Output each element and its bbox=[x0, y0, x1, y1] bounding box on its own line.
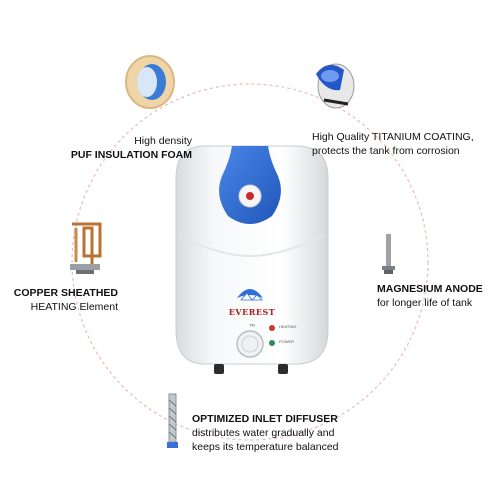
trademark-mark: TM bbox=[249, 322, 255, 328]
power-indicator-label: POWER bbox=[279, 339, 295, 344]
coating-line1-bold: TITANIUM COATING, bbox=[371, 131, 474, 143]
inlet-diffuser-icon bbox=[167, 393, 178, 448]
heating-indicator-label: HEATING bbox=[279, 324, 297, 329]
brand-logo: EVEREST TM bbox=[224, 302, 280, 338]
coating-line1: High Quality TITANIUM COATING, bbox=[312, 130, 500, 144]
anode-line2: for longer life of tank bbox=[377, 297, 473, 309]
titanium-coating-icon bbox=[316, 63, 355, 109]
insulation-feature-label: High density PUF INSULATION FOAM bbox=[40, 134, 192, 162]
temperature-knob bbox=[236, 330, 264, 358]
brand-name: EVEREST bbox=[228, 307, 276, 317]
heating-line2: HEATING Element bbox=[30, 301, 118, 313]
power-indicator-light bbox=[269, 340, 275, 346]
diffuser-line2: distributes water gradually and bbox=[192, 427, 335, 439]
heating-feature-label: COPPER SHEATHED HEATING Element bbox=[0, 286, 118, 314]
anode-line1: MAGNESIUM ANODE bbox=[377, 283, 483, 295]
anode-feature-label: MAGNESIUM ANODE for longer life of tank bbox=[377, 282, 500, 310]
puf-insulation-icon bbox=[125, 55, 175, 109]
diffuser-line3: keeps its temperature balanced bbox=[192, 441, 339, 453]
heating-line1: COPPER SHEATHED bbox=[13, 287, 118, 299]
diffuser-line1: OPTIMIZED INLET DIFFUSER bbox=[192, 413, 338, 425]
insulation-line2: PUF INSULATION FOAM bbox=[70, 149, 192, 161]
coating-feature-label: High Quality TITANIUM COATING, protects … bbox=[312, 130, 500, 158]
copper-heating-element-icon bbox=[70, 222, 102, 274]
diffuser-feature-label: OPTIMIZED INLET DIFFUSER distributes wat… bbox=[192, 412, 382, 454]
magnesium-anode-icon bbox=[382, 234, 395, 274]
insulation-line1: High density bbox=[134, 135, 192, 147]
coating-line2: protects the tank from corrosion bbox=[312, 145, 460, 157]
coating-line1-plain: High Quality bbox=[312, 131, 372, 143]
heating-indicator-light bbox=[269, 325, 275, 331]
